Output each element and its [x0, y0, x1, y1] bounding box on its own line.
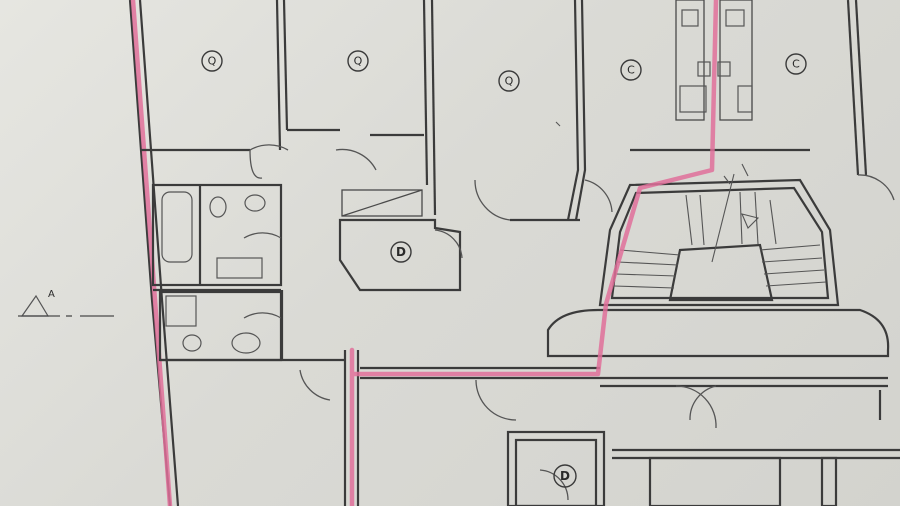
room-tag-q1: Q — [201, 50, 223, 72]
exterior-wall-left — [128, 0, 180, 506]
kitchen-block — [630, 0, 895, 201]
room-tag-d2: D — [553, 464, 577, 488]
room-tag-q3: Q — [498, 70, 520, 92]
room-tag-c2-label: C — [792, 58, 800, 71]
room-tag-c1: C — [620, 59, 642, 81]
staircase — [598, 173, 840, 307]
room-tag-c2: C — [785, 53, 807, 75]
landing-corridor — [160, 290, 890, 429]
highlighted-wall-line — [349, 0, 719, 506]
room-tag-c1-label: C — [627, 64, 635, 77]
bottom-rooms — [343, 350, 900, 506]
top-rooms-walls — [140, 0, 587, 222]
section-triangle-icon — [20, 294, 50, 317]
doors-top — [249, 144, 613, 221]
room-tag-d1: D — [390, 241, 412, 263]
room-tag-d2-label: D — [560, 469, 570, 483]
room-tag-q2-label: Q — [354, 55, 363, 68]
section-marker-label: A — [48, 289, 55, 300]
storage-room-d-center — [338, 189, 463, 292]
bathroom-block — [151, 183, 283, 362]
section-marker-a: A — [18, 289, 114, 317]
room-tag-q1-label: Q — [208, 55, 217, 68]
room-tag-d1-label: D — [396, 245, 406, 259]
room-tag-q3-label: Q — [505, 75, 514, 88]
construction-marks — [555, 121, 749, 185]
room-tag-q2: Q — [347, 50, 369, 72]
